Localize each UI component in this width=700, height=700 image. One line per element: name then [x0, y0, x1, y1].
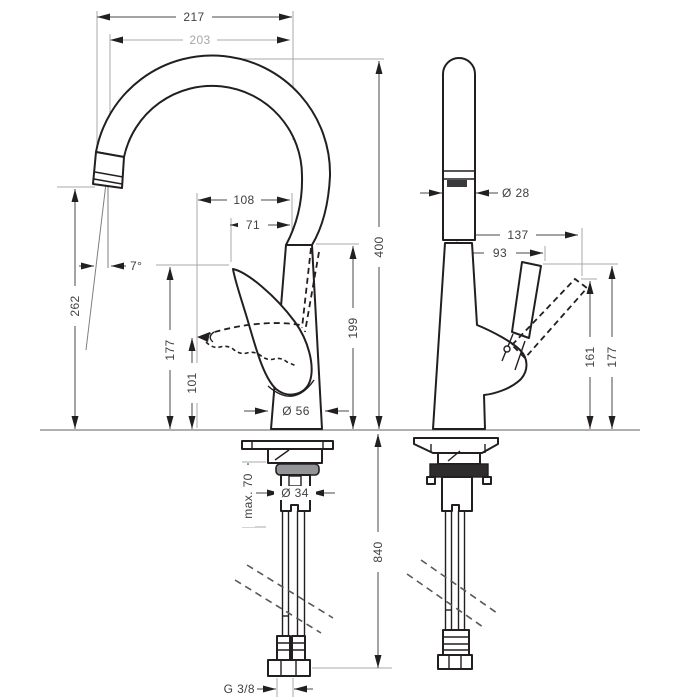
- handle: [232, 268, 313, 396]
- base-washer: [241, 440, 334, 450]
- spout-arc: [95, 54, 332, 246]
- dim-label-161: 161: [583, 346, 597, 367]
- side-threaded-shank: [441, 476, 473, 512]
- side-handle-ghost: [510, 277, 589, 360]
- dim-label-93: 93: [493, 246, 507, 260]
- ghost-tip-arrow: [197, 332, 210, 342]
- dim-label-177-side: 177: [605, 346, 619, 367]
- side-base-washer: [413, 437, 499, 454]
- label-backgrounds: [68, 10, 619, 572]
- supply-hoses: [281, 511, 306, 636]
- dim-label-d56: Ø 56: [282, 404, 310, 418]
- dim-label-reach-inner: 203: [189, 33, 210, 47]
- handle-ghost-positions: [197, 247, 320, 367]
- side-hose-connectors: [437, 629, 473, 670]
- dim-label-199: 199: [346, 317, 360, 338]
- hose-break-lines: [234, 564, 334, 634]
- front-view: [92, 54, 334, 677]
- side-view: [406, 57, 589, 670]
- dim-label-g38: G 3/8: [224, 682, 255, 696]
- dim-label-101: 101: [185, 372, 199, 393]
- dim-label-177-front: 177: [163, 339, 177, 360]
- dim-label-840: 840: [371, 541, 385, 562]
- side-body: [432, 242, 528, 430]
- side-handle: [511, 261, 542, 339]
- dimension-labels: 217 203 108 71 400 199 262 177 101 7° Ø …: [68, 10, 619, 696]
- dim-label-reach-outer: 217: [183, 10, 204, 24]
- aerator-band: [447, 180, 467, 187]
- dim-label-max70: max. 70: [241, 473, 255, 519]
- side-mounting-parts: [406, 437, 499, 670]
- dim-label-d34: Ø 34: [281, 486, 309, 500]
- side-hose-hex-nut: [437, 654, 473, 670]
- spout-column: [442, 57, 476, 241]
- escutcheon: [267, 448, 323, 464]
- dim-label-137: 137: [507, 228, 528, 242]
- handle-seat-curve: [267, 379, 315, 397]
- dim-label-108: 108: [233, 193, 254, 207]
- spout-outlet: [92, 151, 125, 189]
- side-hose-break-lines: [406, 559, 498, 628]
- dim-label-71: 71: [246, 218, 260, 232]
- dim-label-d28: Ø 28: [502, 186, 530, 200]
- hose-connectors: [267, 635, 311, 677]
- dim-label-262: 262: [68, 295, 82, 316]
- dim-label-400: 400: [372, 236, 386, 257]
- dimension-lines: [71, 13, 616, 693]
- dim-label-angle: 7°: [130, 259, 142, 273]
- side-escutcheon: [437, 452, 481, 465]
- handle-pivot: [503, 345, 511, 353]
- hose-hex-nut: [267, 659, 311, 677]
- mounting-nut: [275, 463, 320, 476]
- side-mounting-nut: [429, 463, 489, 478]
